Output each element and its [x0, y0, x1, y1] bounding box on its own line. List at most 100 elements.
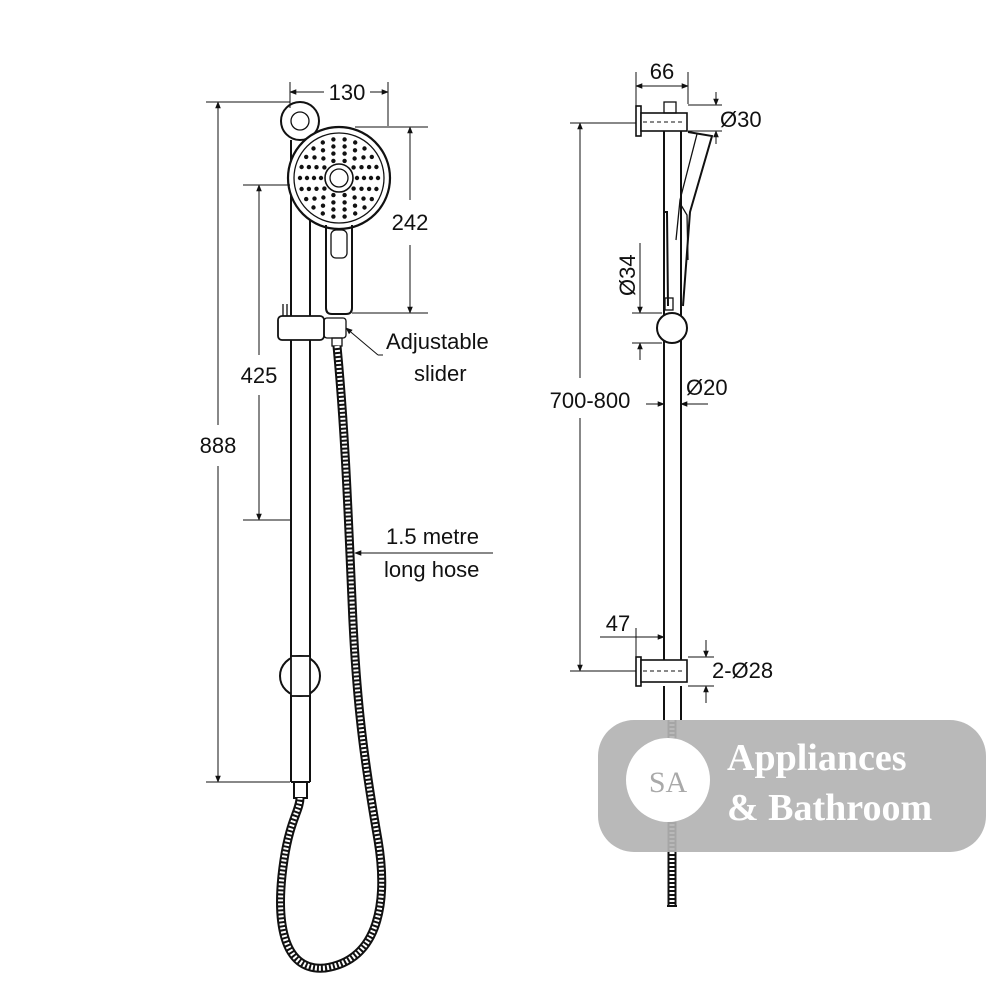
dimension-top-projection: 66: [635, 59, 689, 106]
nozzle-dot: [342, 200, 347, 205]
side-slider: [656, 312, 688, 344]
nozzle-dot: [342, 207, 347, 212]
nozzle-dot: [362, 146, 367, 151]
nozzle-dot: [299, 186, 304, 192]
nozzle-dot: [331, 214, 336, 219]
dimension-head-height: 242: [352, 126, 429, 314]
nozzle-dot: [352, 148, 358, 153]
side-bottom-bracket: [635, 656, 688, 687]
flexible-hose: [276, 345, 387, 973]
nozzle-dot: [359, 165, 364, 170]
nozzle-dot: [311, 146, 316, 151]
top-wall-bracket: [280, 101, 320, 141]
nozzle-dot: [352, 203, 358, 208]
nozzle-dot: [374, 164, 379, 170]
nozzle-dot: [318, 175, 324, 181]
nozzle-dot: [304, 175, 310, 181]
handshower-head: [286, 125, 392, 231]
dimension-top-bracket-diameter: Ø30: [688, 92, 762, 144]
nozzle-dot: [342, 192, 347, 198]
nozzle-dot: [311, 175, 317, 181]
callout-hose-line2: long hose: [384, 557, 479, 582]
watermark: SA Appliances & Bathroom: [598, 720, 986, 852]
rail-end: [293, 781, 308, 799]
nozzle-dot: [299, 164, 304, 170]
label-dia-20: Ø20: [686, 375, 728, 400]
nozzle-dot: [320, 203, 326, 208]
nozzle-dot: [320, 140, 325, 145]
nozzle-dot: [342, 144, 347, 149]
dimension-bottom-bracket-diameter: 2-Ø28: [688, 640, 773, 703]
label-425: 425: [241, 363, 278, 388]
nozzle-dot: [362, 205, 367, 210]
side-handshower: [664, 131, 714, 311]
nozzle-dot: [312, 196, 317, 201]
dimension-rail-length: 700-800: [550, 122, 636, 672]
nozzle-dot: [304, 196, 309, 202]
nozzle-dot: [331, 207, 336, 212]
watermark-line1: Appliances: [727, 737, 906, 779]
watermark-logo-letters: SA: [649, 766, 688, 799]
nozzle-dot: [361, 155, 366, 160]
nozzle-dot: [306, 186, 312, 192]
nozzle-dot: [320, 211, 325, 216]
nozzle-dot: [321, 195, 326, 200]
nozzle-dot: [331, 151, 336, 156]
callout-hose-line1: 1.5 metre: [386, 524, 479, 549]
callout-hose: 1.5 metre long hose: [354, 524, 493, 582]
nozzle-dot: [368, 175, 374, 181]
nozzle-dot: [354, 175, 360, 181]
dimension-overall-height: 888: [200, 101, 290, 783]
nozzle-dot: [331, 192, 336, 198]
label-242: 242: [392, 210, 429, 235]
nozzle-dot: [314, 165, 319, 170]
nozzle-dot: [304, 154, 309, 160]
nozzle-dot: [322, 186, 327, 191]
label-dia-30: Ø30: [720, 107, 762, 132]
nozzle-dot: [374, 186, 379, 192]
dimension-bottom-projection: 47: [600, 611, 665, 657]
bottom-wall-bracket: [279, 655, 321, 697]
nozzle-dot: [342, 158, 347, 164]
label-888: 888: [200, 433, 237, 458]
nozzle-dot: [342, 214, 347, 219]
front-view: 130 242 425 888 A: [200, 80, 493, 973]
nozzle-dot: [375, 175, 381, 181]
nozzle-dot: [331, 144, 336, 149]
spray-nozzles: [297, 137, 381, 219]
dimension-slider-to-head: 425: [241, 184, 290, 521]
side-top-bracket: [635, 101, 688, 137]
nozzle-dot: [352, 156, 357, 161]
label-2-dia-28: 2-Ø28: [712, 658, 773, 683]
nozzle-dot: [297, 175, 303, 181]
callout-adjustable-slider: Adjustable slider: [345, 327, 489, 386]
callout-slider-line2: slider: [414, 361, 467, 386]
nozzle-dot: [331, 158, 336, 164]
label-dia-34: Ø34: [615, 254, 640, 296]
nozzle-dot: [314, 186, 319, 191]
nozzle-dot: [369, 196, 374, 202]
nozzle-dot: [369, 154, 374, 160]
adjustable-slider: [277, 304, 347, 347]
dimension-rail-diameter: Ø20: [646, 375, 728, 407]
nozzle-dot: [353, 211, 358, 216]
nozzle-dot: [331, 200, 336, 205]
label-47: 47: [606, 611, 630, 636]
label-66: 66: [650, 59, 674, 84]
nozzle-dot: [342, 137, 347, 142]
side-rail: [663, 131, 682, 720]
nozzle-dot: [351, 165, 356, 170]
nozzle-dot: [322, 165, 327, 170]
nozzle-dot: [311, 205, 316, 210]
nozzle-dot: [366, 164, 372, 170]
nozzle-dot: [359, 186, 364, 191]
nozzle-dot: [321, 156, 326, 161]
nozzle-dot: [361, 196, 366, 201]
nozzle-dot: [352, 195, 357, 200]
nozzle-dot: [342, 151, 347, 156]
label-130: 130: [329, 80, 366, 105]
handshower-handle: [325, 225, 353, 315]
nozzle-dot: [312, 155, 317, 160]
watermark-line2: & Bathroom: [727, 787, 932, 829]
